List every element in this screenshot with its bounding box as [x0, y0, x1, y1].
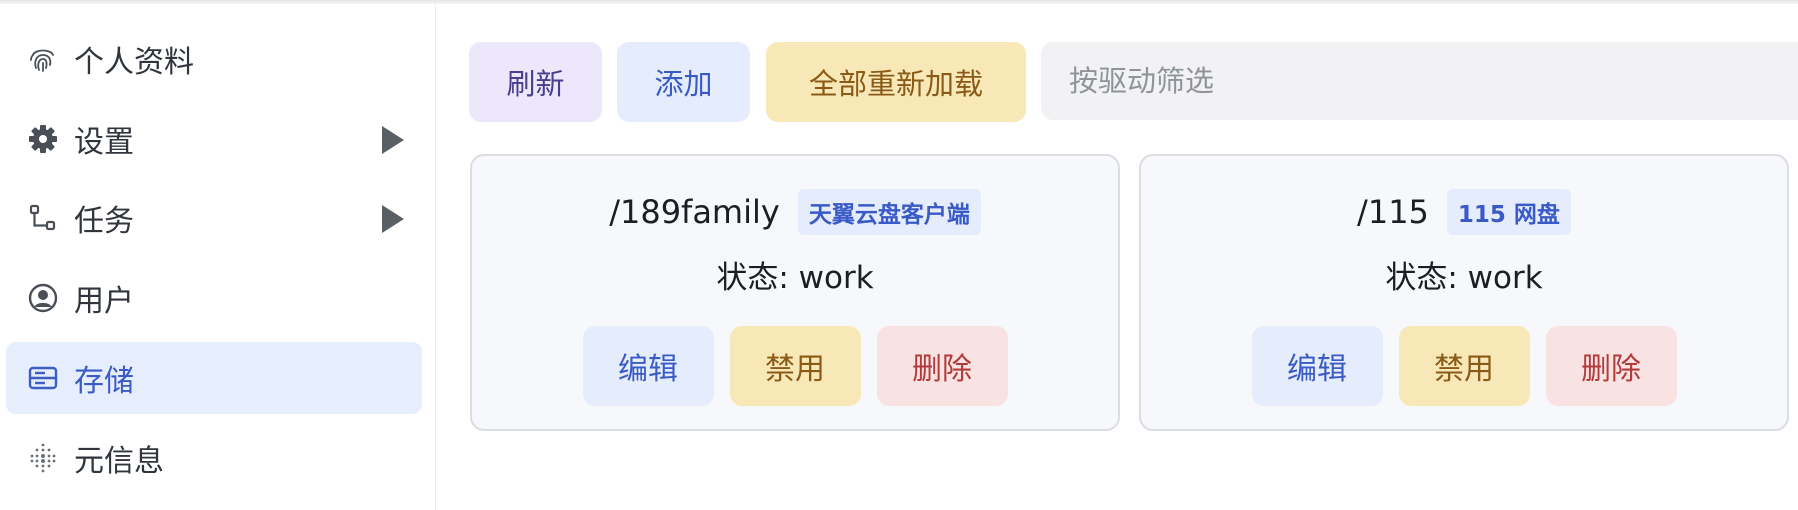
sidebar-item-users[interactable]: 用户	[6, 262, 422, 334]
sidebar-item-label: 用户	[74, 284, 134, 319]
storage-icon	[22, 357, 64, 399]
add-button[interactable]: 添加	[617, 42, 750, 122]
driver-badge: 天翼云盘客户端	[797, 189, 981, 235]
disable-button[interactable]: 禁用	[729, 326, 861, 406]
flow-icon	[22, 197, 64, 239]
top-border	[0, 0, 1798, 4]
disable-button[interactable]: 禁用	[1398, 326, 1530, 406]
gear-icon	[22, 118, 64, 160]
chevron-right-icon	[382, 205, 404, 233]
sidebar-item-settings[interactable]: 设置	[6, 103, 422, 175]
storage-actions: 编辑 禁用 删除	[472, 326, 1118, 406]
refresh-button[interactable]: 刷新	[469, 42, 602, 122]
storage-status: 状态: work	[716, 260, 874, 296]
edit-button[interactable]: 编辑	[582, 326, 714, 406]
driver-filter-input[interactable]	[1041, 42, 1798, 120]
sidebar-item-label: 任务	[74, 204, 134, 239]
storage-actions: 编辑 禁用 删除	[1141, 326, 1787, 406]
fingerprint-icon	[22, 38, 64, 80]
dots-grid-icon	[22, 437, 64, 479]
storage-card: /189family 天翼云盘客户端 状态: work 编辑 禁用 删除	[470, 154, 1120, 431]
edit-button[interactable]: 编辑	[1251, 326, 1383, 406]
sidebar-item-label: 存储	[74, 364, 134, 399]
delete-button[interactable]: 删除	[1545, 326, 1677, 406]
sidebar-item-metas[interactable]: 元信息	[6, 422, 422, 494]
reload-all-button[interactable]: 全部重新加载	[766, 42, 1026, 122]
storage-status: 状态: work	[1385, 260, 1543, 296]
delete-button[interactable]: 删除	[876, 326, 1008, 406]
driver-badge: 115 网盘	[1446, 189, 1571, 235]
user-circle-icon	[22, 277, 64, 319]
sidebar-item-profile[interactable]: 个人资料	[6, 23, 422, 95]
sidebar-item-label: 设置	[74, 125, 134, 160]
sidebar-item-tasks[interactable]: 任务	[6, 182, 422, 254]
sidebar-item-storage[interactable]: 存储	[6, 342, 422, 414]
sidebar: 个人资料 设置	[0, 4, 436, 510]
storage-card-header: /115 115 网盘	[1141, 186, 1787, 238]
sidebar-item-label: 元信息	[74, 444, 164, 479]
sidebar-item-label: 个人资料	[74, 45, 194, 80]
storage-card: /115 115 网盘 状态: work 编辑 禁用 删除	[1139, 154, 1789, 431]
storage-card-header: /189family 天翼云盘客户端	[472, 186, 1118, 238]
mount-path: /189family	[609, 193, 780, 231]
mount-path: /115	[1357, 193, 1429, 231]
chevron-right-icon	[382, 126, 404, 154]
